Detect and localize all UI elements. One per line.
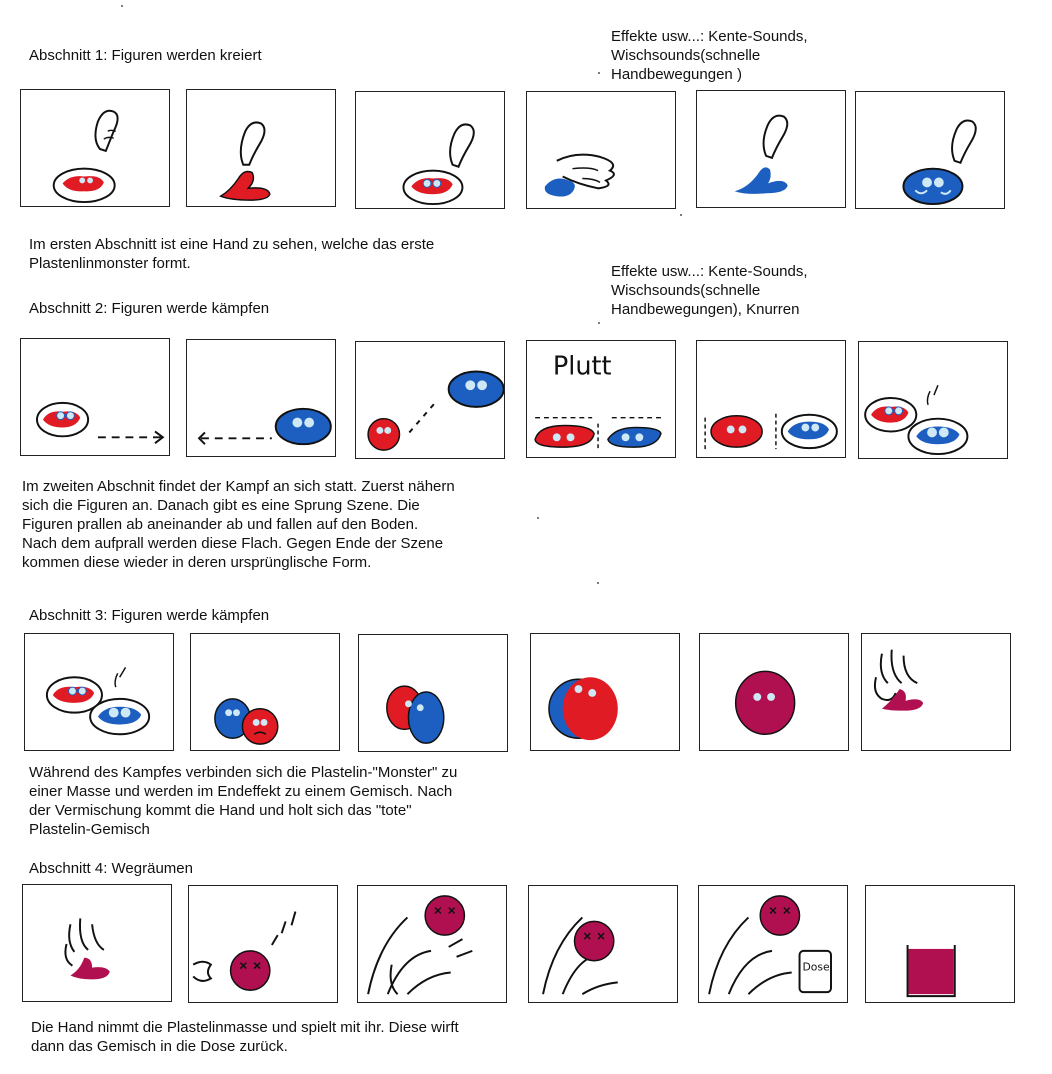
section4-description: Die Hand nimmt die Plastelinmasse und sp… bbox=[31, 1019, 459, 1055]
storyboard-panel-2-6 bbox=[858, 341, 1008, 459]
storyboard-panel-1-3 bbox=[355, 91, 505, 209]
section2-title: Abschnitt 2: Figuren werde kämpfen bbox=[29, 300, 270, 317]
storyboard-panel-4-4 bbox=[528, 885, 678, 1003]
storyboard-panel-4-2 bbox=[188, 885, 338, 1003]
storyboard-panel-4-6 bbox=[865, 885, 1015, 1003]
stray-dot bbox=[121, 5, 123, 7]
section3-title: Abschnitt 3: Figuren werde kämpfen bbox=[29, 607, 270, 624]
storyboard-panel-2-1 bbox=[20, 338, 170, 456]
section1-title: Abschnitt 1: Figuren werden kreiert bbox=[29, 47, 262, 64]
storyboard-panel-2-2 bbox=[186, 339, 336, 457]
storyboard-panel-3-4 bbox=[530, 633, 680, 751]
section1-description: Im ersten Abschnitt ist eine Hand zu seh… bbox=[29, 236, 435, 272]
section4-title: Abschnitt 4: Wegräumen bbox=[29, 860, 193, 877]
plutt-text: Plutt bbox=[553, 351, 612, 381]
stray-dot bbox=[680, 214, 682, 216]
stray-dot bbox=[537, 517, 539, 519]
section3-description: Während des Kampfes verbinden sich die P… bbox=[29, 764, 458, 838]
storyboard-panel-1-5 bbox=[696, 90, 846, 208]
storyboard-panel-1-6 bbox=[855, 91, 1005, 209]
stray-dot bbox=[597, 582, 599, 584]
storyboard-panel-3-6 bbox=[861, 633, 1011, 751]
section2-effects: Effekte usw...: Kente-Sounds, Wischsound… bbox=[611, 263, 808, 318]
storyboard-panel-1-4 bbox=[526, 91, 676, 209]
storyboard-panel-4-5: Dose bbox=[698, 885, 848, 1003]
storyboard-panel-4-1 bbox=[22, 884, 172, 1002]
storyboard-panel-1-1 bbox=[20, 89, 170, 207]
storyboard-panel-2-3 bbox=[355, 341, 505, 459]
storyboard-panel-4-3 bbox=[357, 885, 507, 1003]
storyboard-panel-3-5 bbox=[699, 633, 849, 751]
storyboard-panel-3-1 bbox=[24, 633, 174, 751]
section1-effects: Effekte usw...: Kente-Sounds, Wischsound… bbox=[611, 28, 808, 83]
storyboard-panel-2-5 bbox=[696, 340, 846, 458]
storyboard-panel-3-2 bbox=[190, 633, 340, 751]
storyboard-panel-3-3 bbox=[358, 634, 508, 752]
stray-dot bbox=[598, 322, 600, 324]
can-label: Dose bbox=[802, 961, 830, 974]
section2-description: Im zweiten Abschnit findet der Kampf an … bbox=[22, 478, 455, 571]
stray-dot bbox=[598, 72, 600, 74]
storyboard-panel-1-2 bbox=[186, 89, 336, 207]
storyboard-panel-2-4: Plutt bbox=[526, 340, 676, 458]
